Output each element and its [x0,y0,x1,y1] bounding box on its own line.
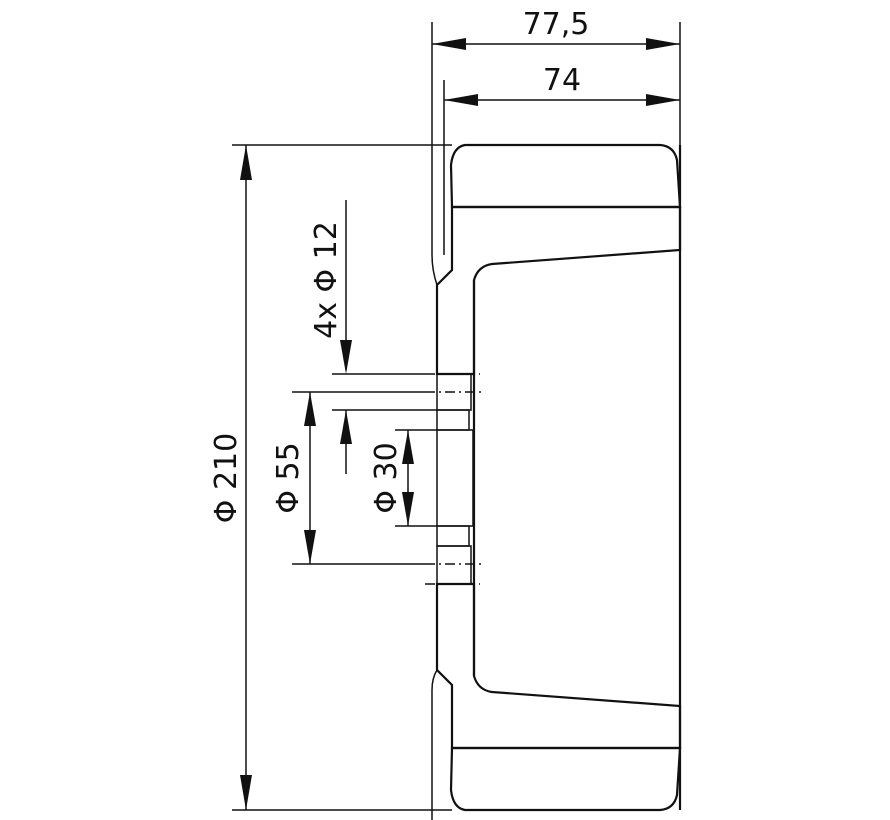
label-outer-diameter: Φ 210 [209,433,244,523]
label-bolt-holes: 4x Φ 12 [309,221,344,339]
label-overall-width: 77,5 [523,7,590,42]
wheel-section-body [435,143,682,812]
tread-top [449,143,682,209]
label-hub-diameter: Φ 55 [271,442,306,513]
hub-ring-bottom [436,525,470,547]
bolt-hole-bottom [436,545,472,585]
dimension-hub-diameter: Φ 55 [271,391,425,565]
dimension-bore-diameter: Φ 30 [369,429,437,527]
hub-ring-top [436,409,470,431]
dimension-outer-diameter: Φ 210 [209,144,452,811]
label-tread-width: 74 [543,63,581,98]
label-bore-diameter: Φ 30 [369,442,404,513]
tread-bottom [449,746,682,812]
dimension-tread-width: 74 [444,63,680,106]
dimension-bolt-holes: 4x Φ 12 [309,200,437,474]
bore [436,429,474,527]
dimension-overall-width: 77,5 [432,7,681,145]
